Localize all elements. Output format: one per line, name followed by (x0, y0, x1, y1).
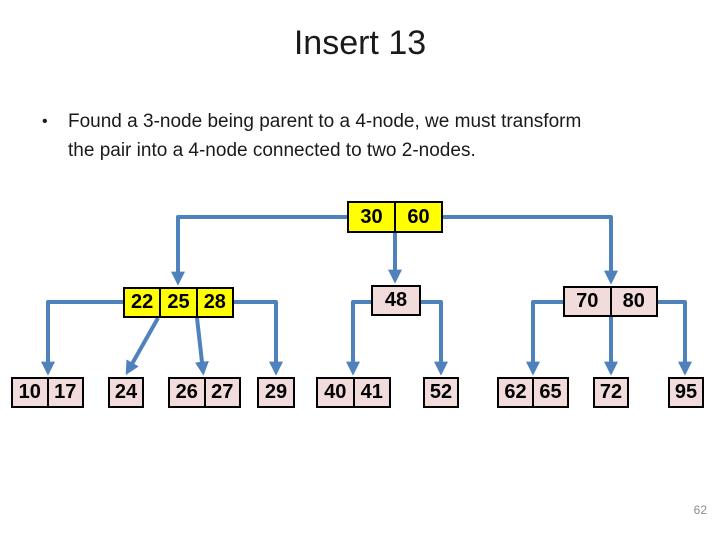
tree-node-cell: 62 (504, 381, 527, 403)
tree-edge-n22-to-n29 (234, 300, 283, 376)
tree-node-cell: 52 (429, 381, 453, 403)
tree-node-cell: 65 (532, 379, 567, 406)
tree-node-cell: 48 (384, 289, 408, 311)
bullet-text: Found a 3-node being parent to a 4-node,… (68, 107, 687, 165)
tree-node-cell: 28 (195, 289, 232, 316)
tree-node-cell: 40 (324, 381, 347, 403)
tree-node-cell: 27 (203, 379, 240, 406)
tree-node-cell: 72 (599, 381, 623, 403)
tree-edge-n48-to-n40 (346, 300, 371, 376)
tree-edge-n22-to-n10 (41, 300, 123, 376)
tree-node-cell: 41 (352, 379, 390, 406)
tree-edge-n22-to-n24 (125, 317, 160, 376)
tree-node-cell: 30 (360, 205, 383, 228)
tree-edge-root-to-n22 (171, 215, 348, 286)
tree-edge-n22-to-n26 (194, 317, 209, 376)
tree-node-cell: 25 (159, 289, 195, 316)
tree-node-72: 72 (593, 377, 629, 408)
bullet-line-1: Found a 3-node being parent to a 4-node,… (68, 111, 582, 132)
tree-node-cell: 22 (131, 291, 154, 313)
tree-node-95: 95 (668, 377, 704, 408)
tree-node-48: 48 (371, 285, 421, 316)
tree-edge-root-to-n70 (443, 215, 618, 285)
tree-node-cell: 26 (175, 381, 198, 403)
bullet-line-2: the pair into a 4-node connected to two … (68, 140, 476, 161)
tree-node-24: 24 (108, 377, 144, 408)
bullet-item: • Found a 3-node being parent to a 4-nod… (42, 107, 687, 165)
slide-title: Insert 13 (293, 24, 427, 62)
tree-edge-n70-to-n95 (658, 300, 692, 376)
tree-node-cell: 17 (46, 379, 83, 406)
tree-node-cell: 10 (18, 381, 41, 403)
tree-node-52: 52 (423, 377, 459, 408)
tree-node-cell: 80 (609, 288, 657, 315)
tree-node-29: 29 (257, 377, 295, 408)
tree-node-cell: 24 (114, 381, 138, 403)
tree-node-70-80: 70 80 (563, 286, 658, 317)
tree-node-cell: 70 (576, 290, 599, 312)
tree-node-cell: 29 (264, 381, 288, 403)
tree-node-30-60: 30 60 (347, 201, 443, 233)
tree-node-cell: 60 (394, 203, 441, 231)
tree-edge-n48-to-n52 (421, 300, 448, 376)
tree-edge-n70-to-n62 (526, 300, 563, 376)
tree-node-cell: 95 (674, 381, 698, 403)
page-number: 62 (693, 503, 707, 517)
bullet-marker: • (42, 113, 48, 130)
